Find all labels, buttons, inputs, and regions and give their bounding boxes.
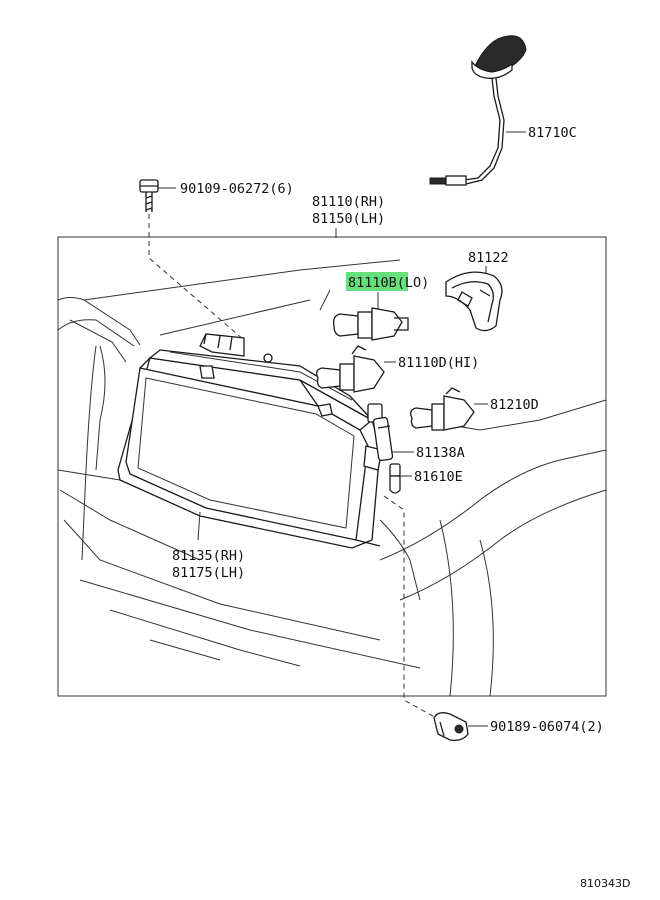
bulb-icon: [316, 345, 385, 393]
clip-icon: [433, 712, 469, 742]
label-90109-06272: 90109-06272(6): [180, 181, 294, 197]
label-81110-rh: 81110(RH): [312, 194, 385, 210]
bulb-icon: [410, 387, 475, 431]
label-81110d-hi: 81110D(HI): [398, 355, 479, 371]
diagram-reference-code: 810343D: [580, 877, 630, 890]
highlight-81110b: [346, 272, 408, 291]
label-81135-rh: 81135(RH): [172, 548, 245, 564]
bolt-icon: [139, 179, 159, 212]
label-90189-06074: 90189-06074(2): [490, 719, 604, 735]
label-81175-lh: 81175(LH): [172, 565, 245, 581]
bulb-icon: [389, 463, 401, 494]
vehicle-body-outline: [57, 259, 607, 697]
label-81710c: 81710C: [528, 125, 577, 141]
label-81150-lh: 81150(LH): [312, 211, 385, 227]
assembly-frame: [57, 236, 607, 697]
label-81110b: 81110B(LO): [348, 275, 429, 291]
antenna-icon: [429, 35, 527, 186]
headlamp-icon: [117, 333, 383, 549]
bulb-icon: [332, 307, 409, 341]
label-81138a: 81138A: [416, 445, 465, 461]
label-81610e: 81610E: [414, 469, 463, 485]
label-81210d: 81210D: [490, 397, 539, 413]
socket-cover-icon: [445, 271, 503, 332]
socket-icon: [367, 403, 394, 462]
label-81122: 81122: [468, 250, 509, 266]
